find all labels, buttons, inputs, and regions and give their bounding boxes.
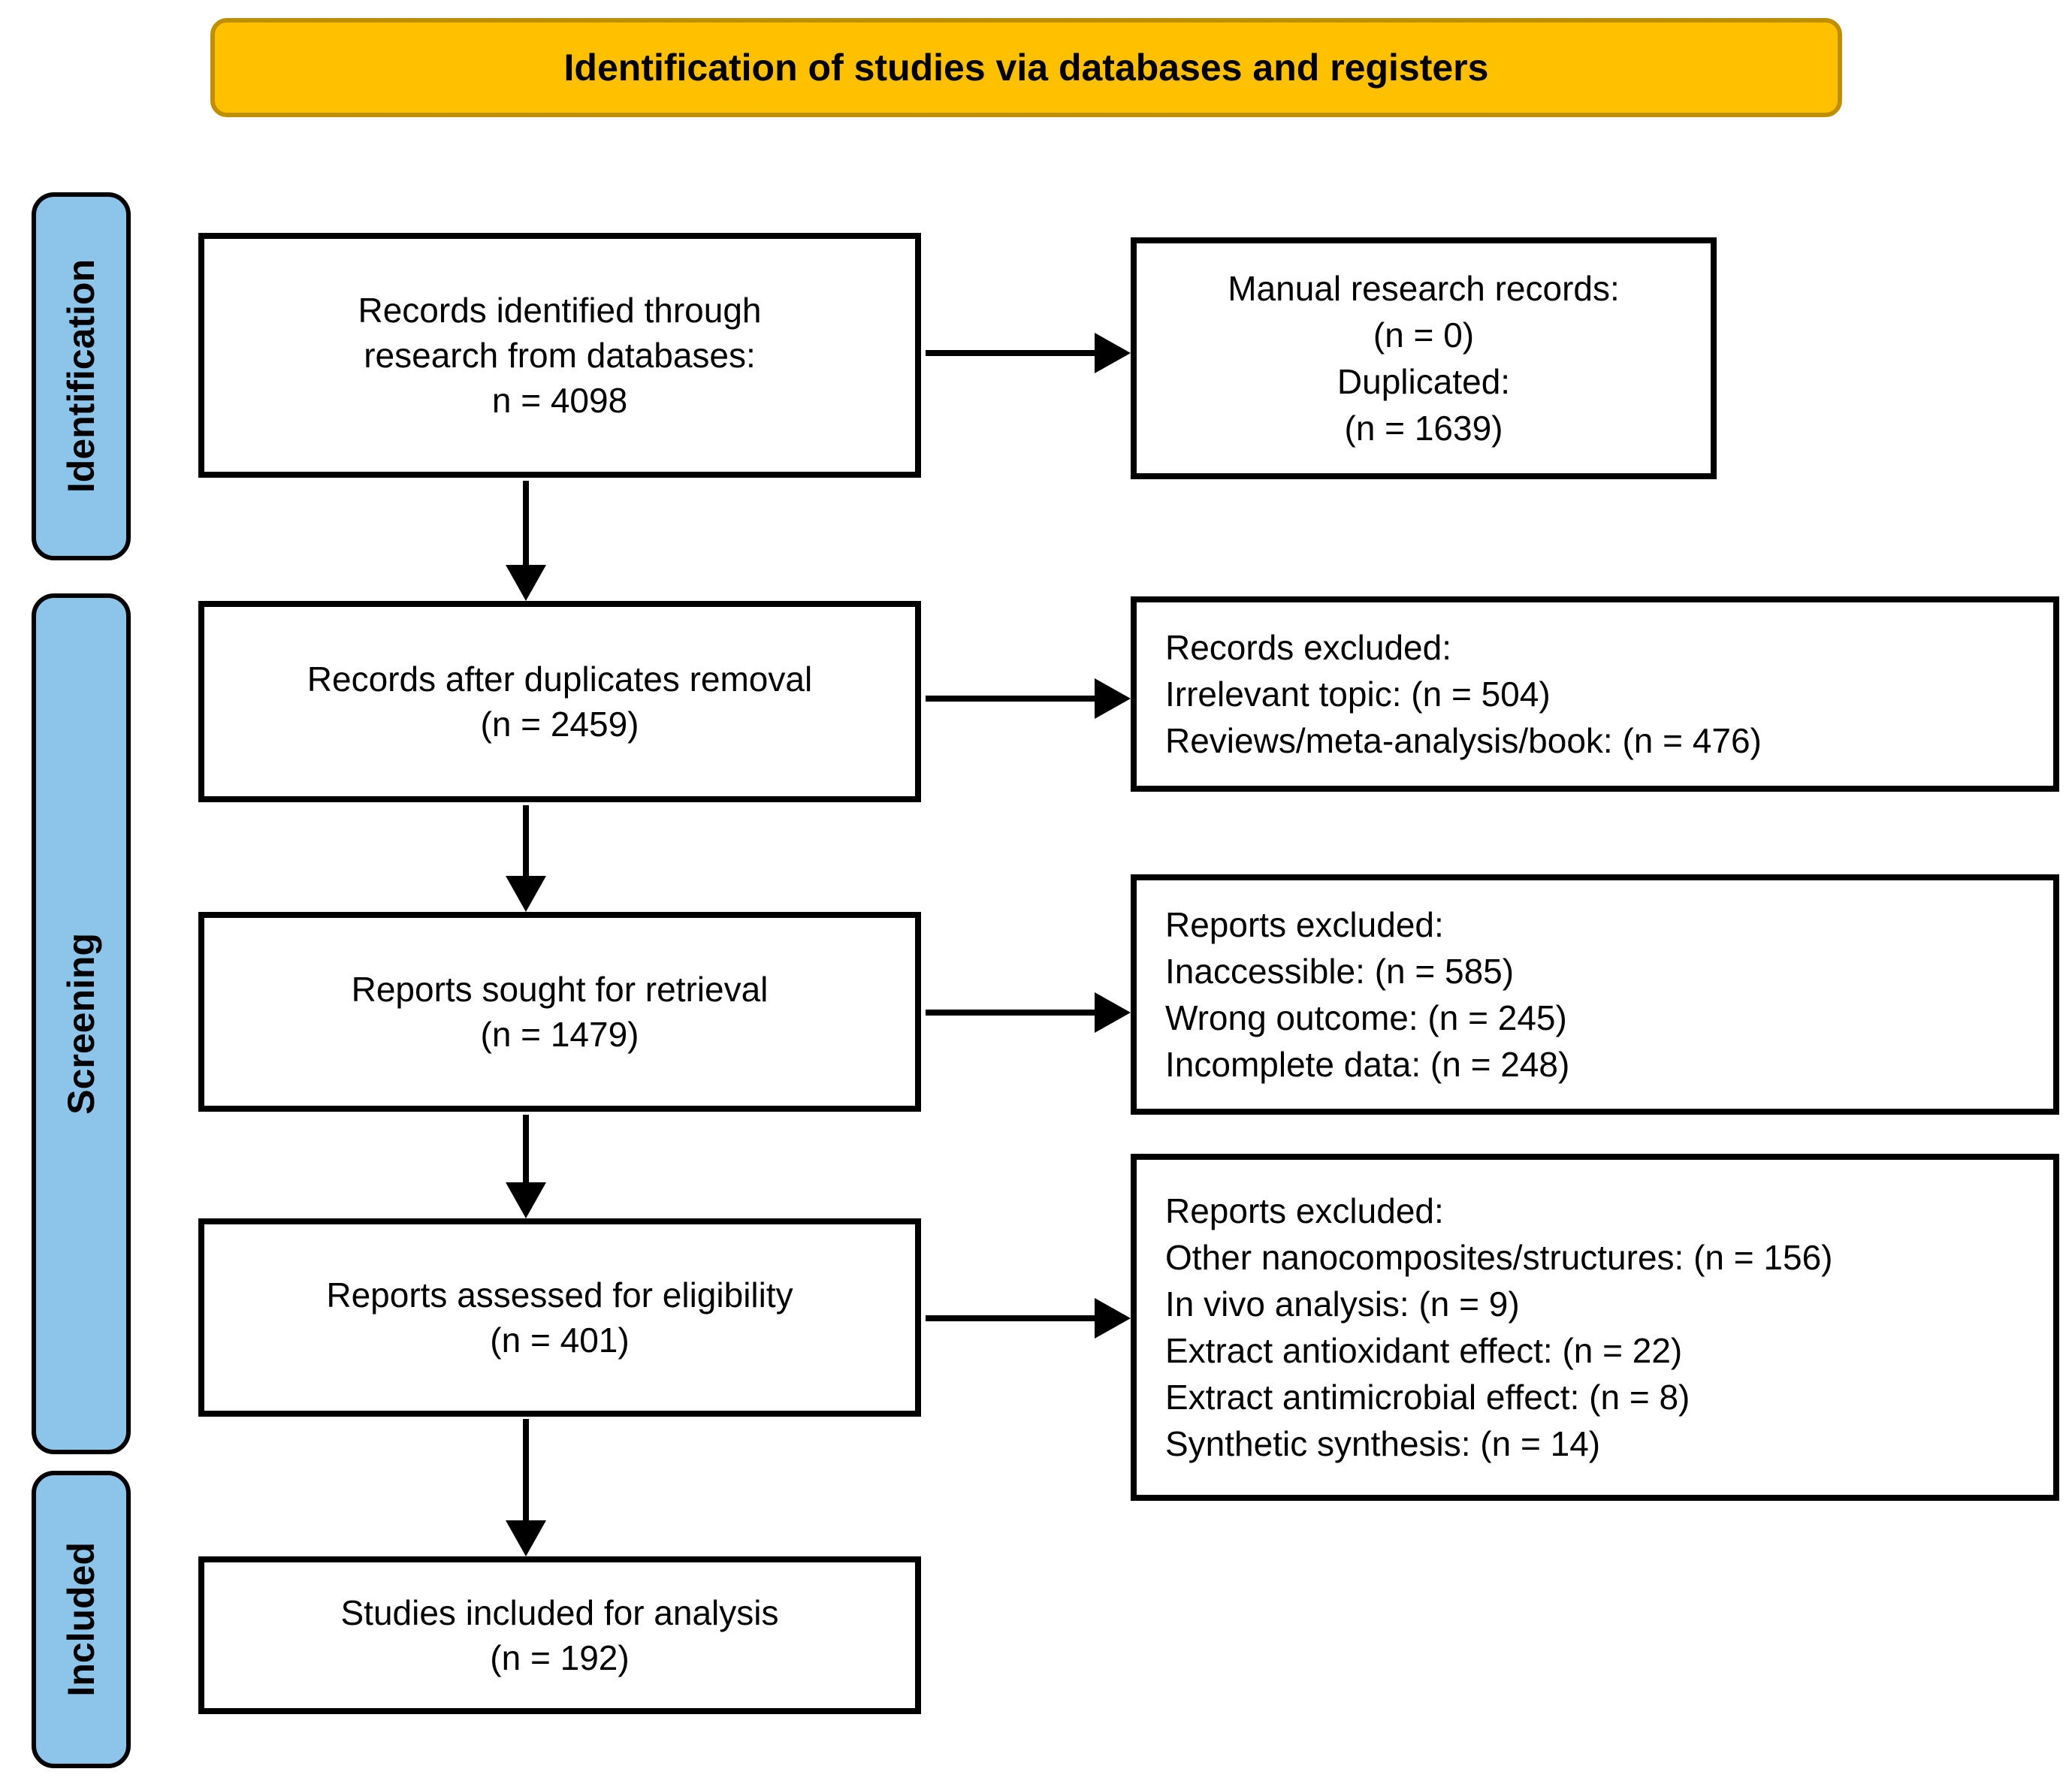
side-box-line: Irrelevant topic: (n = 504) <box>1165 675 1551 714</box>
flow-box-line: (n = 192) <box>490 1638 630 1677</box>
flow-box-line: (n = 1479) <box>480 1015 639 1054</box>
flow-box-line: n = 4098 <box>491 381 628 420</box>
title-banner: Identification of studies via databases … <box>210 18 1842 117</box>
side-box-line: Extract antioxidant effect: (n = 22) <box>1165 1331 1683 1370</box>
arrow-identified-to-duplicates <box>523 481 529 568</box>
side-box-records-excluded: Records excluded: Irrelevant topic: (n =… <box>1131 596 2059 792</box>
arrowhead-down-icon <box>506 565 546 601</box>
side-box-reports-excluded-screening: Reports excluded: Inaccessible: (n = 585… <box>1131 874 2059 1115</box>
arrow-retrieval-to-eligibility <box>523 1115 529 1185</box>
stage-label-screening: Screening <box>32 593 131 1454</box>
side-box-reports-excluded-eligibility: Reports excluded: Other nanocomposites/s… <box>1131 1154 2059 1501</box>
side-box-manual-records: Manual research records: (n = 0) Duplica… <box>1131 237 1717 479</box>
stage-label-identification: Identification <box>32 192 131 560</box>
flow-box-line: Records after duplicates removal <box>307 660 813 699</box>
side-box-line: Reports excluded: <box>1165 905 1444 944</box>
side-box-line: In vivo analysis: (n = 9) <box>1165 1284 1520 1324</box>
flow-box-line: Reports assessed for eligibility <box>326 1275 793 1315</box>
arrow-eligibility-to-included <box>523 1419 529 1523</box>
flow-box-assessed-eligibility: Reports assessed for eligibility (n = 40… <box>198 1218 921 1417</box>
flow-box-line: Reports sought for retrieval <box>351 970 769 1009</box>
flow-box-line: Records identified through <box>358 291 762 330</box>
side-box-line: Reviews/meta-analysis/book: (n = 476) <box>1165 721 1762 760</box>
side-box-line: Other nanocomposites/structures: (n = 15… <box>1165 1238 1833 1277</box>
diagram-title: Identification of studies via databases … <box>563 47 1489 89</box>
side-box-line: Reports excluded: <box>1165 1191 1444 1230</box>
arrowhead-down-icon <box>506 1520 546 1556</box>
side-box-line: Synthetic synthesis: (n = 14) <box>1165 1424 1601 1463</box>
flow-box-records-identified: Records identified through research from… <box>198 233 921 478</box>
flow-box-sought-retrieval: Reports sought for retrieval (n = 1479) <box>198 912 921 1112</box>
side-box-line: (n = 0) <box>1373 315 1475 355</box>
side-box-line: Duplicated: <box>1337 362 1511 401</box>
stage-label-included: Included <box>32 1471 131 1768</box>
stage-label-text: Identification <box>60 259 102 494</box>
arrowhead-down-icon <box>506 876 546 912</box>
side-box-line: Extract antimicrobial effect: (n = 8) <box>1165 1378 1690 1417</box>
flow-box-line: (n = 2459) <box>480 705 639 744</box>
side-box-line: Inaccessible: (n = 585) <box>1165 952 1515 991</box>
arrow-duplicates-to-retrieval <box>523 805 529 879</box>
side-box-line: Manual research records: <box>1228 269 1620 308</box>
arrow-to-reports-excluded-screening <box>926 1010 1097 1016</box>
flow-box-line: (n = 401) <box>490 1321 630 1360</box>
side-box-line: Incomplete data: (n = 248) <box>1165 1045 1570 1084</box>
arrowhead-right-icon <box>1095 678 1131 719</box>
flow-box-after-duplicates: Records after duplicates removal (n = 24… <box>198 601 921 802</box>
arrowhead-right-icon <box>1095 992 1131 1033</box>
arrow-to-records-excluded <box>926 696 1097 702</box>
flow-box-included-analysis: Studies included for analysis (n = 192) <box>198 1556 921 1714</box>
arrowhead-right-icon <box>1095 333 1131 373</box>
arrowhead-right-icon <box>1095 1298 1131 1339</box>
flow-box-line: Studies included for analysis <box>340 1593 779 1632</box>
stage-label-text: Included <box>60 1542 102 1697</box>
side-box-line: (n = 1639) <box>1344 409 1503 448</box>
flow-box-line: research from databases: <box>364 336 756 375</box>
side-box-line: Records excluded: <box>1165 628 1451 667</box>
arrowhead-down-icon <box>506 1182 546 1218</box>
stage-label-text: Screening <box>60 933 102 1115</box>
side-box-line: Wrong outcome: (n = 245) <box>1165 998 1567 1037</box>
arrow-to-manual-records <box>926 350 1097 356</box>
arrow-to-reports-excluded-eligibility <box>926 1315 1097 1321</box>
